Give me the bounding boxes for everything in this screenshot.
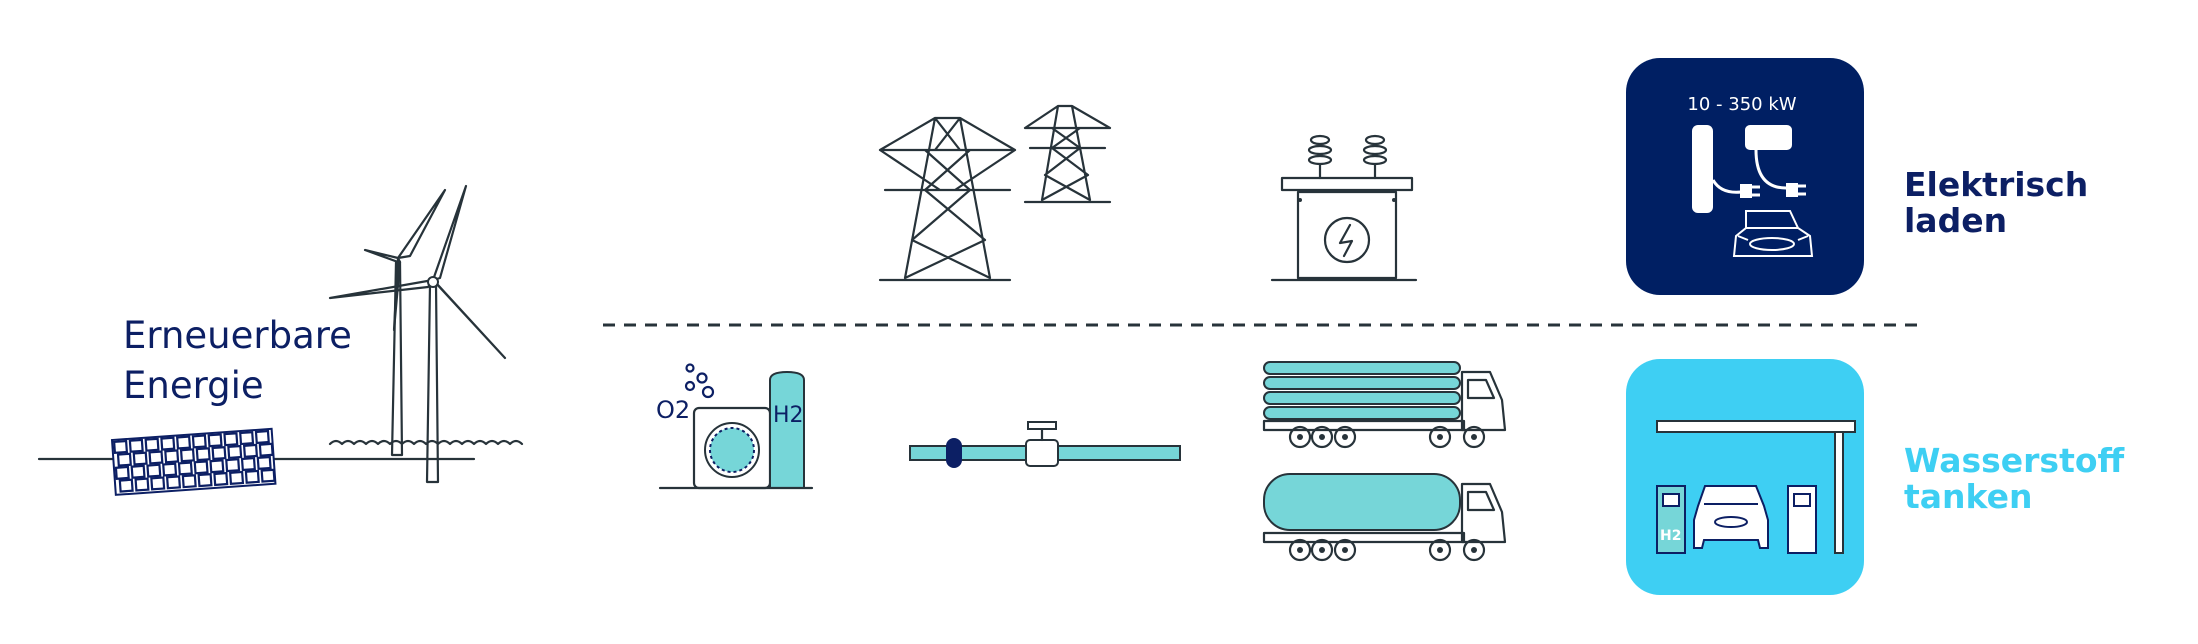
solar-cell: [132, 451, 148, 466]
charging-title-line2: laden: [1904, 201, 2007, 240]
charging-title-line1: Elektrisch: [1904, 165, 2088, 204]
solar-cell: [242, 443, 259, 458]
solar-cell: [162, 462, 178, 477]
solar-cell: [225, 458, 241, 473]
wind-turbine-icon: [328, 184, 524, 484]
solar-cell: [229, 470, 245, 485]
solar-cell: [244, 469, 260, 484]
solar-cell: [148, 450, 164, 465]
solar-cell: [209, 459, 225, 474]
solar-cell: [223, 432, 239, 447]
solar-cell: [112, 439, 129, 455]
car-icon: [1693, 485, 1769, 549]
hydrogen-title-line2: tanken: [1904, 477, 2032, 516]
hydrogen-station-tile: H2 Wasserstoff tanken: [1626, 359, 2126, 595]
charging-power-label: 10 - 350 kW: [1687, 94, 1796, 115]
solar-cell: [130, 464, 146, 479]
tank-truck-icon: [1262, 473, 1507, 562]
solar-cell: [114, 465, 130, 480]
solar-cell: [144, 437, 160, 452]
electric-charging-tile: 10 - 350 kW Elektrisch laden: [1626, 58, 2088, 295]
solar-cell: [254, 429, 270, 445]
power-pylons-icon: [878, 104, 1112, 282]
tube-trailer-truck-icon: [1262, 361, 1507, 449]
renewables-label-line2: Energie: [123, 364, 264, 407]
solar-cell: [146, 463, 162, 478]
solar-cell: [118, 478, 134, 493]
solar-cell: [227, 444, 243, 460]
solar-cell: [258, 442, 274, 457]
charging-station-icon: [1692, 125, 1806, 213]
solar-cell: [181, 474, 197, 489]
solar-cell: [197, 473, 213, 488]
solar-cell: [195, 447, 211, 462]
electrolyzer-icon: O2 H2: [656, 363, 814, 490]
solar-cell: [134, 477, 150, 492]
solar-cell: [256, 455, 272, 471]
renewables-label-line1: Erneuerbare: [123, 314, 352, 357]
pump-h2-label: H2: [1660, 528, 1681, 544]
transformer-icon: [1270, 134, 1418, 282]
fuel-pump-icon: [1787, 485, 1817, 554]
solar-cell: [207, 433, 223, 448]
o2-label: O2: [656, 396, 690, 424]
solar-cell: [239, 431, 255, 446]
solar-cell: [177, 461, 193, 476]
solar-cell: [179, 448, 195, 463]
solar-cell: [160, 436, 176, 451]
solar-cell: [213, 471, 229, 487]
hydrogen-pump-icon: H2: [1656, 485, 1686, 554]
solar-cell: [240, 456, 256, 472]
solar-cell: [164, 449, 180, 464]
solar-cell: [191, 434, 207, 449]
solar-cell: [193, 460, 209, 475]
solar-cell: [211, 445, 227, 461]
h2-tank-label: H2: [773, 403, 804, 428]
solar-cell: [176, 435, 192, 450]
solar-cell: [260, 468, 276, 483]
solar-cell: [165, 475, 182, 490]
solar-cell: [128, 438, 144, 453]
renewables-group: Erneuerbare Energie: [37, 184, 524, 496]
solar-cell: [116, 452, 132, 467]
hydrogen-title-line1: Wasserstoff: [1904, 441, 2126, 480]
solar-cell: [150, 476, 166, 491]
electric-car-icon: [1732, 210, 1814, 257]
pipeline-icon: [909, 421, 1181, 468]
solar-panel-icon: [110, 427, 277, 496]
